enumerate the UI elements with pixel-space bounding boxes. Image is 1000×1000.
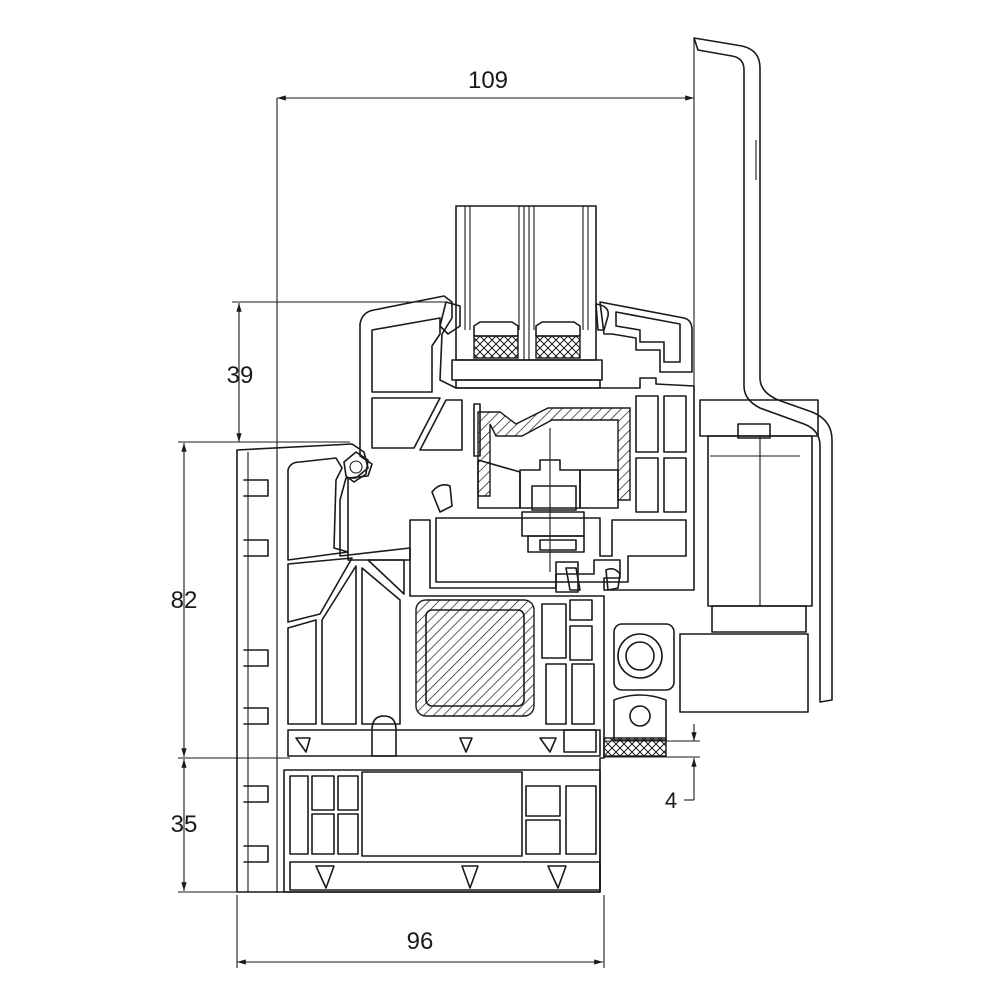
sill-adapter-profile bbox=[283, 769, 601, 893]
hardware-lock bbox=[519, 459, 585, 593]
dimension-offset-right: 4 bbox=[665, 788, 677, 813]
seal-gaskets bbox=[343, 301, 621, 591]
dimension-lines bbox=[178, 95, 700, 968]
glazing-bead bbox=[595, 301, 693, 373]
glazing-unit bbox=[451, 205, 603, 389]
sash-profile bbox=[347, 295, 695, 591]
dimension-height-lower: 35 bbox=[171, 811, 198, 838]
dimension-height-upper: 39 bbox=[227, 362, 254, 389]
dimension-height-middle: 82 bbox=[171, 587, 198, 614]
window-handle bbox=[693, 37, 833, 703]
hinge-hardware bbox=[603, 399, 819, 757]
dimension-width-top: 109 bbox=[468, 67, 508, 94]
dimension-width-bottom: 96 bbox=[407, 928, 434, 955]
